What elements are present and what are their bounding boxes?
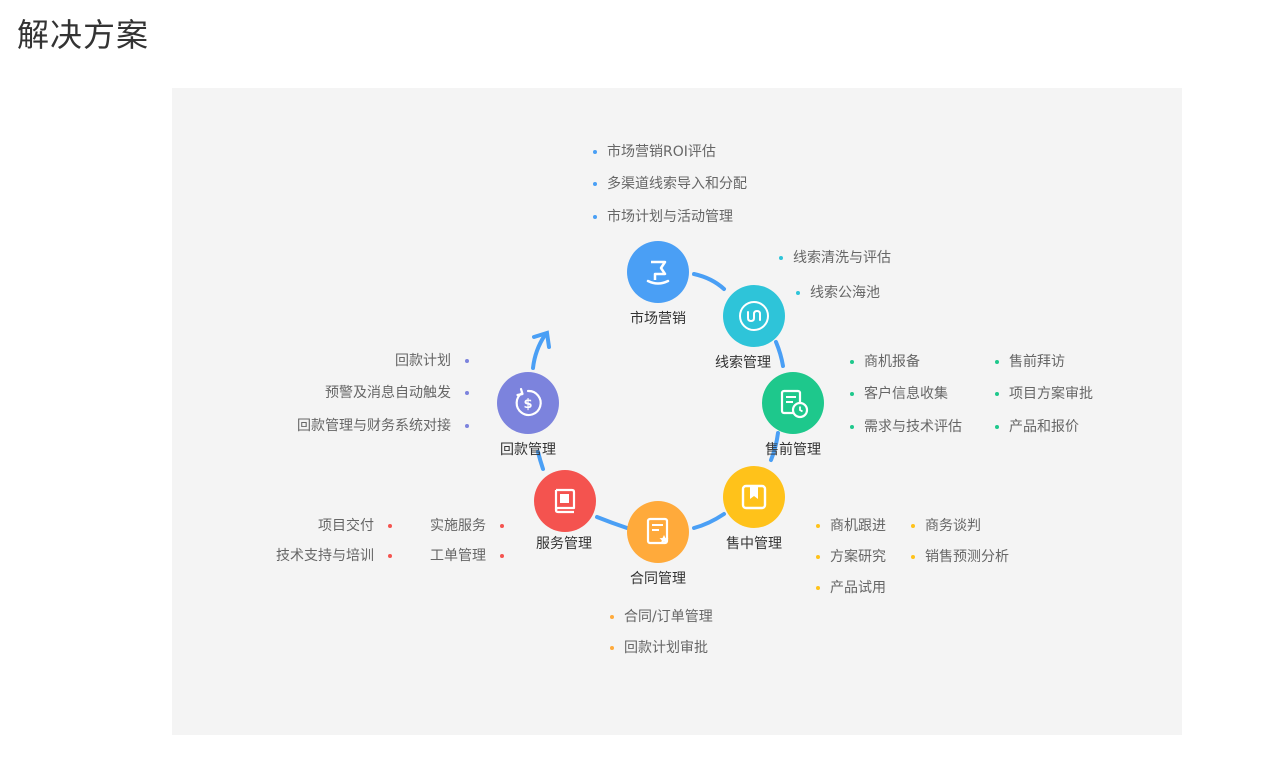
presales-label: 售前管理 [765,442,821,458]
list-item: 线索公海池 [796,284,880,302]
list-item: 多渠道线索导入和分配 [593,175,747,193]
link-icon [723,285,785,347]
contract-node [627,501,689,563]
list-item: 售前拜访 [995,353,1065,371]
list-item: 回款计划审批 [610,639,708,657]
list-item: 商务谈判 [911,517,981,535]
service-label: 服务管理 [536,536,592,552]
list-item: 实施服务 [430,517,504,535]
arc-contract-service [595,515,629,530]
payment-label: 回款管理 [500,442,556,458]
list-item: 销售预测分析 [911,548,1009,566]
svg-text:$: $ [523,397,532,412]
sales-node [723,466,785,528]
bookmark-icon [723,466,785,528]
list-item: 市场营销ROI评估 [593,143,716,161]
list-item: 项目交付 [318,517,392,535]
service-node [534,470,596,532]
page-title: 解决方案 [17,16,150,54]
flag-icon [627,241,689,303]
list-item: 需求与技术评估 [850,418,962,436]
arc-leads-presales [774,340,785,368]
arc-payment-arrow [531,333,547,370]
book-icon [534,470,596,532]
cycle-arcs [531,272,785,530]
presales-node [762,372,824,434]
certificate-icon [627,501,689,563]
list-item: 回款管理与财务系统对接 [297,417,469,435]
leads-label: 线索管理 [715,355,771,371]
list-item: 回款计划 [395,352,469,370]
solution-diagram: 市场营销 线索管理 售前管理 售中管理 [172,88,1182,735]
list-item: 合同/订单管理 [610,608,713,626]
list-item: 商机跟进 [816,517,886,535]
marketing-node [627,241,689,303]
arc-presales-sales [769,431,780,462]
arrow-head-icon [532,330,551,349]
list-item: 商机报备 [850,353,920,371]
leads-node [723,285,785,347]
marketing-label: 市场营销 [630,311,686,327]
arc-service-payment [536,450,545,471]
document-clock-icon [762,372,824,434]
list-item: 方案研究 [816,548,886,566]
dollar-cycle-icon: $ [497,372,559,434]
list-item: 产品和报价 [995,418,1079,436]
payment-node: $ [497,372,559,434]
arc-sales-contract [692,512,726,530]
list-item: 市场计划与活动管理 [593,208,733,226]
sales-label: 售中管理 [726,536,782,552]
list-item: 预警及消息自动触发 [325,384,469,402]
list-item: 工单管理 [430,547,504,565]
list-item: 客户信息收集 [850,385,948,403]
list-item: 项目方案审批 [995,385,1093,403]
arc-marketing-leads [692,272,726,291]
list-item: 产品试用 [816,579,886,597]
list-item: 技术支持与培训 [276,547,392,565]
list-item: 线索清洗与评估 [779,249,891,267]
contract-label: 合同管理 [630,571,686,587]
